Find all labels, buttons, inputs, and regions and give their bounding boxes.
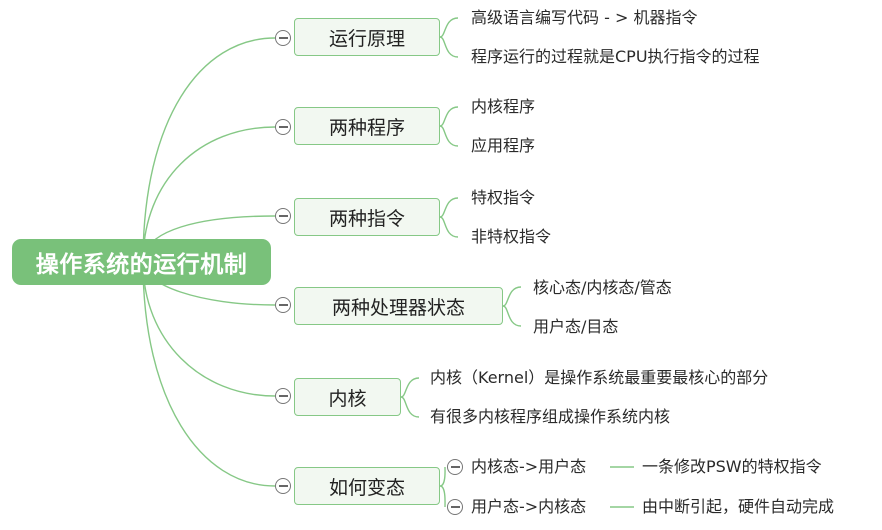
leaf-detail[interactable]: 一条修改PSW的特权指令 — [642, 457, 822, 476]
branch-topic[interactable]: 内核 — [294, 378, 401, 416]
leaf-topic[interactable]: 内核程序 — [471, 97, 536, 116]
connector-b0-leaves — [439, 17, 459, 58]
collapse-toggle-icon[interactable] — [275, 297, 291, 313]
leaf-topic[interactable]: 程序运行的过程就是CPU执行指令的过程 — [471, 47, 760, 66]
connector-b5-leaves — [439, 466, 446, 508]
leaf-topic[interactable]: 高级语言编写代码 - > 机器指令 — [471, 8, 698, 27]
connector-root-branch-5 — [142, 261, 276, 487]
connector-b3-leaves — [502, 286, 522, 327]
leaf-topic[interactable]: 特权指令 — [471, 188, 536, 207]
root-topic[interactable]: 操作系统的运行机制 — [12, 239, 271, 285]
collapse-toggle-icon[interactable] — [275, 30, 291, 46]
branch-topic[interactable]: 两种指令 — [294, 198, 440, 236]
leaf-topic[interactable]: 用户态/目态 — [533, 317, 619, 336]
connector-b1-leaves — [439, 106, 459, 147]
branch-topic[interactable]: 两种程序 — [294, 107, 440, 145]
collapse-toggle-icon[interactable] — [447, 499, 463, 515]
leaf-topic[interactable]: 有很多内核程序组成操作系统内核 — [430, 407, 671, 426]
collapse-toggle-icon[interactable] — [275, 478, 291, 494]
leaf-topic[interactable]: 核心态/内核态/管态 — [533, 278, 672, 297]
collapse-toggle-icon[interactable] — [275, 119, 291, 135]
connector-b4-leaves — [400, 377, 420, 418]
connector-root-branch-0 — [142, 37, 276, 263]
leaf-topic[interactable]: 内核态->用户态 — [471, 457, 587, 476]
leaf-topic[interactable]: 应用程序 — [471, 136, 536, 155]
leaf-detail[interactable]: 由中断引起，硬件自动完成 — [642, 497, 835, 516]
connector-b2-leaves — [439, 197, 459, 238]
connector-root-branch-4 — [142, 261, 276, 397]
branch-topic[interactable]: 两种处理器状态 — [294, 287, 503, 325]
branch-topic[interactable]: 运行原理 — [294, 18, 440, 56]
collapse-toggle-icon[interactable] — [447, 459, 463, 475]
leaf-topic[interactable]: 非特权指令 — [471, 227, 552, 246]
leaf-topic[interactable]: 内核（Kernel）是操作系统最重要最核心的部分 — [430, 368, 769, 387]
connector-root-branch-1 — [142, 126, 276, 263]
collapse-toggle-icon[interactable] — [275, 208, 291, 224]
collapse-toggle-icon[interactable] — [275, 388, 291, 404]
leaf-topic[interactable]: 用户态->内核态 — [471, 497, 587, 516]
branch-topic[interactable]: 如何变态 — [294, 467, 440, 505]
